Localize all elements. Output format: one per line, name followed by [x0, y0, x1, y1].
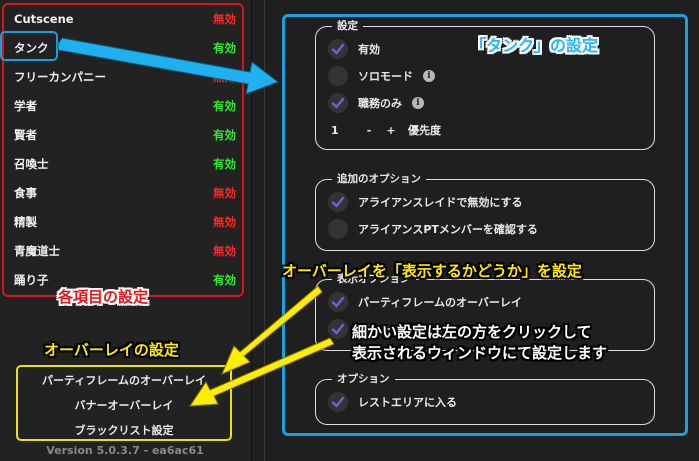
profile-status: 有効 [213, 273, 236, 287]
solo-mode-label: ソロモード [358, 70, 413, 83]
party-frame-overlay-button[interactable]: パーティフレームのオーバーレイ [42, 374, 206, 387]
profile-status: 無効 [213, 12, 236, 26]
priority-value[interactable]: 1 [331, 123, 339, 137]
overlay-settings-group: パーティフレームのオーバーレイ バナーオーバーレイ ブラックリスト設定 [16, 365, 232, 441]
overlay-settings-annotation: オーバーレイの設定 [44, 341, 179, 359]
display-options-group: 表示オプション パーティフレームのオーバーレイ バナーオーバーレイ [315, 272, 655, 351]
profile-item-label: 踊り子 [14, 273, 49, 287]
profile-item[interactable]: 召喚士 有効 [14, 154, 236, 174]
profile-status: 無効 [213, 215, 236, 229]
profile-item[interactable]: Cutscene 無効 [14, 9, 236, 29]
party-frame-overlay-checkbox[interactable] [328, 292, 348, 312]
check-alliance-members-label: アライアンスPTメンバーを確認する [358, 223, 538, 236]
banner-overlay-label: バナーオーバーレイ [358, 323, 457, 336]
check-alliance-members-checkbox[interactable] [328, 219, 348, 239]
settings-panel: 設定 有効 ソロモード i 職務のみ i 1 - + 優先度 追加のオプション … [282, 14, 688, 436]
blacklist-settings-button[interactable]: ブラックリスト設定 [74, 424, 174, 437]
profile-item[interactable]: 精製 無効 [14, 212, 236, 232]
detail-annotation-line2: 表示されるウィンドウにて設定します [352, 344, 608, 362]
tank-settings-annotation: 「タンク」の設定 [470, 36, 599, 55]
priority-row: 1 - + 優先度 [328, 120, 441, 140]
profile-item-label: 青魔道士 [14, 244, 60, 258]
profile-item-label: 精製 [14, 215, 37, 229]
profile-item-label: 学者 [14, 99, 37, 113]
display-options-title: 表示オプション [332, 272, 416, 286]
extra-options-title: 追加のオプション [332, 172, 426, 186]
extra-options-group: 追加のオプション アライアンスレイドで無効にする アライアンスPTメンバーを確認… [315, 172, 655, 251]
party-frame-overlay-label: パーティフレームのオーバーレイ [358, 296, 522, 309]
disable-in-alliance-raid-label: アライアンスレイドで無効にする [358, 196, 523, 209]
options-title: オプション [332, 372, 395, 386]
profile-status: 無効 [213, 186, 236, 200]
rest-area-label: レストエリアに入る [358, 396, 457, 409]
profile-item[interactable]: 賢者 有効 [14, 125, 236, 145]
disable-in-alliance-raid-checkbox[interactable] [328, 192, 348, 212]
profile-item[interactable]: 食事 無効 [14, 183, 236, 203]
job-only-option[interactable]: 職務のみ i [328, 93, 424, 113]
info-icon[interactable]: i [423, 70, 435, 82]
settings-group: 設定 有効 ソロモード i 職務のみ i 1 - + 優先度 [315, 19, 655, 150]
profile-item[interactable]: 青魔道士 無効 [14, 241, 236, 261]
job-only-label: 職務のみ [358, 97, 402, 110]
profile-item-label: 食事 [14, 186, 37, 200]
options-group: オプション レストエリアに入る [315, 372, 655, 425]
solo-mode-checkbox[interactable] [328, 66, 348, 86]
disable-in-alliance-raid-option[interactable]: アライアンスレイドで無効にする [328, 192, 522, 212]
enabled-label: 有効 [358, 43, 380, 56]
priority-increment-button[interactable]: + [386, 123, 396, 137]
banner-overlay-option[interactable]: バナーオーバーレイ [328, 319, 457, 339]
rest-area-option[interactable]: レストエリアに入る [328, 392, 457, 412]
check-alliance-members-option[interactable]: アライアンスPTメンバーを確認する [328, 219, 538, 239]
profile-item[interactable]: フリーカンパニー 無効 [14, 67, 236, 87]
profile-item-label: Cutscene [14, 12, 74, 26]
priority-label: 優先度 [408, 124, 441, 137]
profile-status: 有効 [213, 128, 236, 142]
profile-status: 無効 [213, 244, 236, 258]
priority-decrement-button[interactable]: - [366, 123, 372, 137]
profile-status: 無効 [213, 70, 236, 84]
job-only-checkbox[interactable] [328, 93, 348, 113]
enabled-checkbox[interactable] [328, 39, 348, 59]
profile-status: 有効 [213, 157, 236, 171]
selected-item-highlight [0, 31, 58, 61]
banner-overlay-checkbox[interactable] [328, 319, 348, 339]
version-label: Version 5.0.3.7 - ea6ac61 [46, 444, 204, 457]
solo-mode-option[interactable]: ソロモード i [328, 66, 435, 86]
overlay-toggle-annotation: オーバーレイを「表示するかどうか」を設定 [282, 262, 582, 280]
profile-item-label: フリーカンパニー [14, 70, 106, 84]
profile-item[interactable]: 学者 有効 [14, 96, 236, 116]
profile-status: 有効 [213, 41, 236, 55]
profile-status: 有効 [213, 99, 236, 113]
banner-overlay-button[interactable]: バナーオーバーレイ [74, 399, 174, 412]
item-settings-annotation: 各項目の設定 [58, 288, 149, 306]
detail-annotation-line1: 細かい設定は左の方をクリックして [352, 323, 592, 341]
rest-area-checkbox[interactable] [328, 392, 348, 412]
profile-item[interactable]: 踊り子 有効 [14, 270, 236, 290]
profile-item-label: 賢者 [14, 128, 37, 142]
enabled-option[interactable]: 有効 [328, 39, 380, 59]
profile-item-label: 召喚士 [14, 157, 49, 171]
party-frame-overlay-option[interactable]: パーティフレームのオーバーレイ [328, 292, 522, 312]
settings-group-title: 設定 [332, 19, 363, 33]
panel-divider [264, 0, 265, 461]
profile-item-label: タンク [14, 41, 49, 55]
info-icon[interactable]: i [412, 97, 424, 109]
